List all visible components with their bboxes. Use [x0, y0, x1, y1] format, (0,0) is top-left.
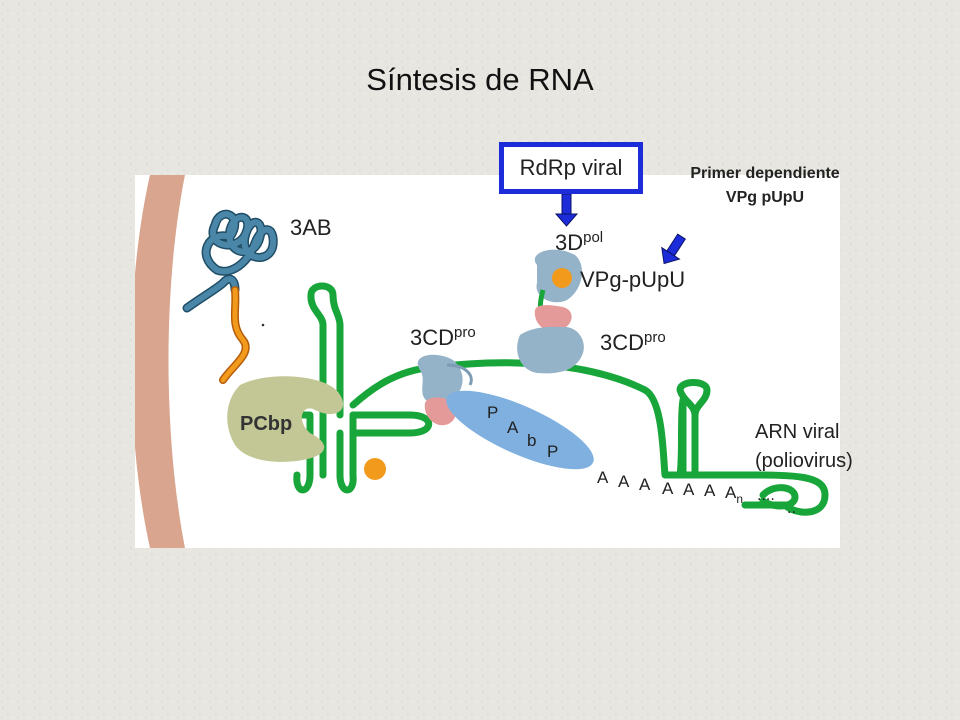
protein-3ab [182, 209, 278, 384]
rdrp-viral-callout: RdRp viral [499, 142, 643, 194]
primer-callout: Primer dependiente VPg pUpU [655, 162, 875, 210]
polya-dots: .... [757, 488, 775, 504]
label-pcbp: PCbp [240, 413, 292, 435]
polya-dots-2: .. [787, 501, 796, 517]
primer-line-2: VPg pUpU [725, 189, 805, 206]
label-3dpol: 3Dpol [555, 229, 603, 255]
cell-membrane [135, 175, 185, 548]
rdrp-viral-label: RdRp viral [519, 155, 623, 180]
pcbp-protein [227, 376, 344, 462]
rdrp-3dpol-complex [517, 249, 584, 374]
vpg-dot-top [552, 268, 572, 288]
dot-marker [261, 323, 265, 327]
arn-line-2: (poliovirus) [755, 450, 853, 472]
poliovirus-rna-synthesis-diagram: 3AB PCbp 3CDpro PAbP [135, 175, 840, 548]
arn-viral-callout: ARN viral (poliovirus) [755, 418, 853, 476]
primer-line-1: Primer dependiente [690, 165, 840, 182]
label-3ab: 3AB [290, 215, 332, 240]
label-pabp: PAbP [487, 403, 558, 461]
slide-title: Síntesis de RNA [366, 62, 594, 97]
label-3cdpro-right: 3CDpro [600, 329, 666, 355]
vpg-dot-left [364, 458, 386, 480]
pabp-protein [446, 390, 594, 470]
arn-line-1: ARN viral [755, 421, 840, 443]
label-vpg-pupu: VPg-pUpU [580, 267, 685, 292]
